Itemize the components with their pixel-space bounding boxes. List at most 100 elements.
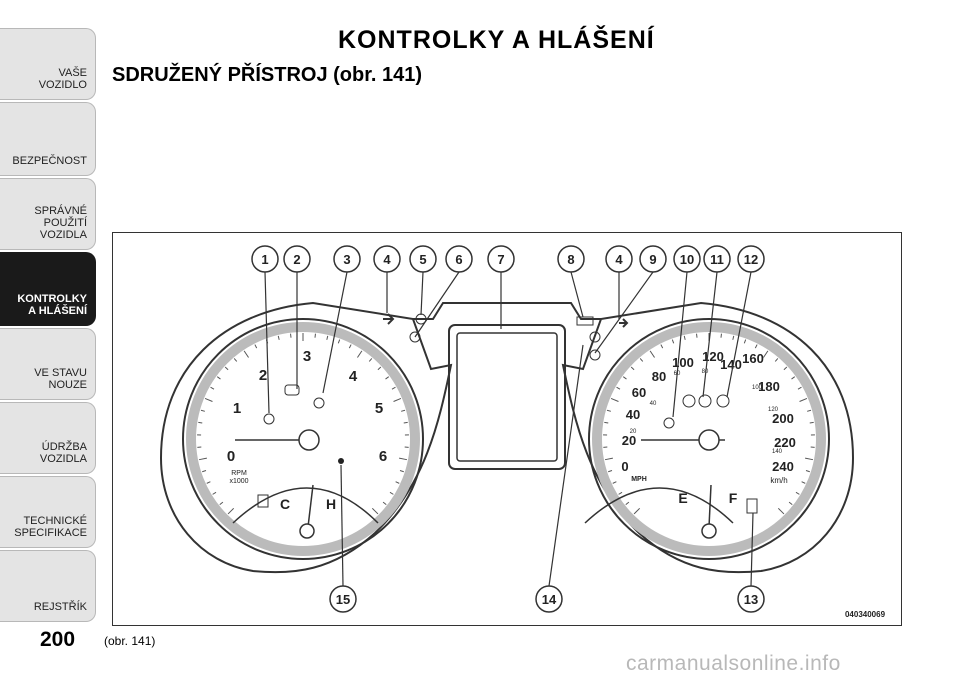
tachometer-tick bbox=[227, 507, 235, 515]
tachometer-tick bbox=[391, 386, 396, 390]
speedometer-dial-band bbox=[592, 322, 826, 556]
center-housing bbox=[413, 302, 601, 320]
speedo-kmh-number: 180 bbox=[758, 379, 780, 394]
callout-leader bbox=[414, 271, 460, 338]
speedometer-tick bbox=[754, 344, 758, 349]
tach-unit-label: x1000 bbox=[229, 478, 248, 485]
callout-leader bbox=[726, 271, 752, 398]
speedo-unit-mph: MPH bbox=[631, 476, 647, 483]
speedo-kmh-minor: 100 bbox=[752, 385, 763, 391]
rear-fog-icon bbox=[589, 331, 601, 343]
speedo-mph-number: 80 bbox=[652, 369, 666, 384]
callout-number: 5 bbox=[419, 252, 426, 267]
speedo-hub bbox=[698, 429, 720, 451]
tachometer-tick bbox=[348, 344, 352, 349]
callout-leader bbox=[340, 464, 344, 587]
speedometer-tick bbox=[612, 481, 617, 484]
callout-number: 8 bbox=[567, 252, 574, 267]
fuel-empty-label: E bbox=[678, 490, 687, 506]
tachometer-tick bbox=[395, 481, 400, 484]
speedometer-bezel bbox=[588, 318, 830, 560]
speedo-mph-number: 20 bbox=[622, 433, 636, 448]
tab-label: VAŠE VOZIDLO bbox=[38, 67, 87, 91]
callout-leader bbox=[594, 271, 654, 354]
speedometer-tick bbox=[671, 339, 675, 344]
tach-number: 3 bbox=[303, 348, 311, 365]
tab-label: REJSTŘÍK bbox=[33, 601, 87, 613]
callout-marker bbox=[329, 585, 357, 613]
tachometer-dial-band bbox=[186, 322, 420, 556]
tab-technicke-specifikace[interactable]: TECHNICKÉ SPECIFIKACE bbox=[0, 476, 96, 548]
speedometer-tick bbox=[774, 358, 779, 362]
airbag-icon bbox=[263, 413, 275, 425]
turn-right-icon bbox=[619, 318, 629, 328]
tachometer-tick bbox=[403, 421, 408, 424]
callout-number: 2 bbox=[293, 252, 300, 267]
tachometer-tick bbox=[243, 350, 249, 358]
tab-bezpecnost[interactable]: BEZPEČNOST bbox=[0, 102, 96, 176]
tachometer-tick bbox=[377, 366, 382, 371]
tachometer-tick bbox=[219, 501, 224, 506]
engine-check-icon bbox=[284, 384, 300, 396]
tachometer-tick bbox=[198, 421, 203, 424]
page-title: KONTROLKY A HLÁŠENÍ bbox=[338, 26, 655, 54]
abs-icon bbox=[716, 394, 730, 408]
tach-number: 4 bbox=[349, 368, 358, 385]
speedo-kmh-minor: 120 bbox=[768, 407, 779, 413]
callout-number: 10 bbox=[680, 252, 694, 267]
traction-control-icon bbox=[313, 397, 325, 409]
callout-number: 11 bbox=[710, 252, 724, 267]
parking-brake-icon bbox=[698, 394, 712, 408]
section-title: SDRUŽENÝ PŘÍSTROJ (obr. 141) bbox=[112, 64, 423, 86]
speedo-mph-number: 160 bbox=[742, 351, 764, 366]
speedo-kmh-minor: 20 bbox=[630, 429, 637, 435]
tachometer-tick bbox=[233, 358, 238, 362]
speedometer-tick bbox=[777, 507, 785, 515]
tachometer-tick bbox=[393, 397, 402, 402]
speedometer-tick bbox=[660, 344, 664, 349]
speedometer-tick bbox=[608, 470, 613, 473]
tachometer-tick bbox=[385, 376, 390, 380]
speedometer-tick bbox=[604, 421, 609, 424]
speedo-kmh-minor: 40 bbox=[650, 401, 657, 407]
tab-spravne-pouziti[interactable]: SPRÁVNÉ POUŽITÍ VOZIDLA bbox=[0, 178, 96, 250]
speedometer-tick bbox=[630, 366, 635, 371]
tab-kontrolky[interactable]: KONTROLKY A HLÁŠENÍ bbox=[0, 252, 96, 326]
temp-arc bbox=[232, 487, 379, 524]
callout-number: 7 bbox=[497, 252, 504, 267]
tab-label: ÚDRŽBA VOZIDLA bbox=[39, 441, 87, 465]
callout-leader bbox=[420, 271, 424, 316]
tab-label: KONTROLKY A HLÁŠENÍ bbox=[17, 293, 87, 317]
speedometer-tick bbox=[809, 421, 814, 424]
speedometer-tick bbox=[805, 457, 814, 461]
tachometer-tick bbox=[202, 470, 207, 473]
coolant-temp-icon bbox=[257, 494, 269, 508]
seatbelt-icon bbox=[663, 417, 675, 429]
tab-label: VE STAVU NOUZE bbox=[34, 367, 87, 391]
tach-indicator-dot bbox=[338, 458, 344, 464]
tachometer-tick bbox=[216, 376, 221, 380]
tachometer-tick bbox=[357, 350, 363, 358]
tab-udrzba[interactable]: ÚDRŽBA VOZIDLA bbox=[0, 402, 96, 474]
tab-label: SPRÁVNÉ POUŽITÍ VOZIDLA bbox=[34, 205, 87, 241]
speedometer-tick bbox=[616, 386, 621, 390]
speedo-mph-number: 100 bbox=[672, 355, 694, 370]
callout-number: 15 bbox=[336, 592, 350, 607]
page-number: 200 bbox=[40, 628, 76, 651]
speedometer-tick bbox=[649, 350, 655, 358]
speedometer-tick bbox=[625, 501, 630, 506]
temp-hot-label: H bbox=[326, 496, 336, 512]
tab-rejstrik[interactable]: REJSTŘÍK bbox=[0, 550, 96, 622]
parking-lights-icon bbox=[576, 316, 594, 326]
callout-number: 9 bbox=[649, 252, 656, 267]
speedo-mph-number: 60 bbox=[632, 385, 646, 400]
fuel-needle bbox=[708, 484, 712, 528]
tab-ve-stavu-nouze[interactable]: VE STAVU NOUZE bbox=[0, 328, 96, 400]
tach-number: 0 bbox=[227, 448, 235, 465]
tachometer-tick bbox=[224, 366, 229, 371]
tab-label: TECHNICKÉ SPECIFIKACE bbox=[14, 515, 87, 539]
speedo-unit-kmh: km/h bbox=[770, 476, 787, 485]
tab-vase-vozidlo[interactable]: VAŠE VOZIDLO bbox=[0, 28, 96, 100]
speedometer-tick bbox=[763, 350, 769, 358]
temp-cold-label: C bbox=[280, 496, 290, 512]
